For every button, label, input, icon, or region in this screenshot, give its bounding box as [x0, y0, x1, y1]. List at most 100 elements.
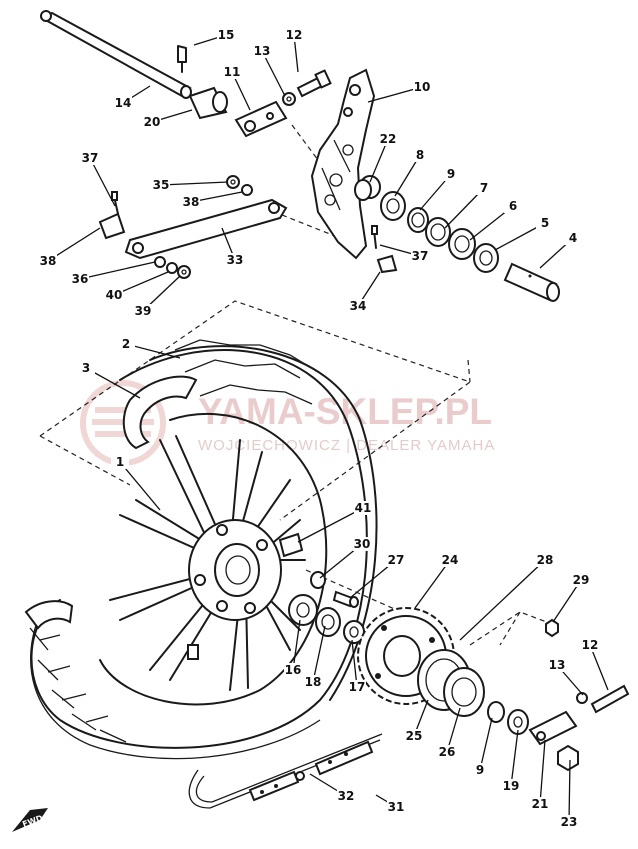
callout-bg-c4	[564, 231, 582, 245]
callout-c5: 5	[541, 216, 549, 230]
nut-35	[226, 175, 240, 189]
callout-bg-c9a	[442, 167, 460, 181]
leader-line-c21	[539, 739, 546, 805]
callout-bg-c29	[572, 573, 590, 587]
callout-c40: 40	[106, 288, 123, 302]
callout-c13a: 13	[254, 44, 271, 58]
callout-c15: 15	[218, 28, 235, 42]
callout-c38a: 38	[183, 195, 200, 209]
callout-bg-c17	[348, 680, 366, 694]
leader-line-c22	[369, 138, 389, 183]
callout-bg-c30	[353, 537, 371, 551]
callout-bg-c13b	[548, 658, 566, 672]
circlip-9-upper	[407, 207, 429, 233]
rear-tire	[29, 339, 378, 760]
chain-puller-lower-21	[528, 710, 578, 746]
leader-line-c41	[297, 507, 364, 543]
oil-seal-16	[288, 594, 318, 626]
axle-collar	[188, 86, 228, 120]
callout-c7: 7	[480, 181, 488, 195]
pin-37-right	[371, 225, 378, 249]
callout-bg-c10	[413, 80, 431, 94]
callout-bg-c11	[223, 65, 241, 79]
callout-c17: 17	[349, 680, 366, 694]
leader-line-c28	[459, 559, 546, 641]
wheel-rim-and-spokes	[99, 412, 328, 706]
callout-c38b: 38	[40, 254, 57, 268]
callout-bg-c2	[117, 337, 135, 351]
callout-c16: 16	[285, 663, 302, 677]
callout-bg-c37a	[81, 151, 99, 165]
callout-bg-c37b	[411, 249, 429, 263]
nut-29	[545, 618, 559, 638]
callout-c35: 35	[153, 178, 170, 192]
callout-bg-c35	[152, 178, 170, 192]
callout-bg-c14	[114, 96, 132, 110]
leader-line-c16	[292, 619, 301, 671]
callout-bg-c8	[411, 148, 429, 162]
leader-line-c1	[119, 461, 161, 511]
callout-bg-c34	[349, 299, 367, 313]
oil-seal-8	[380, 191, 406, 221]
leader-line-c35	[160, 181, 229, 186]
callout-bg-c20	[143, 115, 161, 129]
callout-c27: 27	[388, 553, 405, 567]
callout-c34: 34	[350, 299, 367, 313]
inner-tube	[24, 375, 198, 630]
pin-37-left	[111, 191, 119, 215]
callout-bg-c33	[226, 253, 244, 267]
callout-c26: 26	[439, 745, 456, 759]
callout-bg-c18	[304, 675, 322, 689]
callout-bg-c28	[536, 553, 554, 567]
callout-bg-c40	[105, 288, 123, 302]
callout-c41: 41	[355, 501, 372, 515]
stud-bolt-27	[332, 590, 359, 608]
callout-bg-c19	[502, 779, 520, 793]
callout-c8: 8	[416, 148, 424, 162]
leader-line-c24	[414, 559, 451, 609]
watermark-subtitle: WOJCIECHOWICZ | DEALER YAMAHA	[198, 437, 495, 454]
callout-c21: 21	[532, 797, 549, 811]
watermark: YAMA-SKLEP.PL WOJCIECHOWICZ | DEALER YAM…	[80, 380, 495, 466]
callout-bg-c39	[134, 304, 152, 318]
bearing-18	[315, 607, 341, 637]
callout-bg-c16	[284, 663, 302, 677]
bearing-6	[448, 228, 476, 260]
washer-38-upper	[241, 184, 253, 196]
callout-c32: 32	[338, 789, 355, 803]
adjust-bolt-lower-12	[590, 684, 630, 714]
callout-bg-c31	[387, 800, 405, 814]
fwd-arrow-icon: FWD	[12, 808, 48, 832]
callout-bg-c27	[387, 553, 405, 567]
spacer-5	[473, 243, 499, 273]
callout-c23: 23	[561, 815, 578, 829]
hub-spacer	[354, 175, 381, 201]
callout-bg-c3	[77, 361, 95, 375]
leader-line-c9b	[479, 717, 493, 771]
callout-bg-c12a	[285, 28, 303, 42]
rear-axle	[39, 10, 192, 99]
collar-30	[310, 571, 326, 589]
callout-c9a: 9	[447, 167, 455, 181]
callout-c4: 4	[569, 231, 577, 245]
callout-c1: 1	[116, 455, 124, 469]
valve-stem	[187, 644, 199, 660]
callout-c11: 11	[224, 65, 241, 79]
callout-c3: 3	[82, 361, 90, 375]
bolt-34	[376, 254, 398, 274]
hub-damper-41	[278, 532, 304, 558]
callout-c6: 6	[509, 199, 517, 213]
callout-bg-c5	[536, 216, 554, 230]
lock-washer-40	[166, 262, 178, 274]
callout-c20: 20	[144, 115, 161, 129]
callout-c12b: 12	[582, 638, 599, 652]
distance-collar-4	[503, 262, 560, 302]
bearing-7	[425, 217, 451, 247]
callout-c33: 33	[227, 253, 244, 267]
drive-chain	[188, 733, 383, 809]
circlip-9-lower	[487, 701, 505, 723]
nut-23	[557, 744, 579, 772]
callout-bg-c36	[71, 272, 89, 286]
callout-c18: 18	[305, 675, 322, 689]
